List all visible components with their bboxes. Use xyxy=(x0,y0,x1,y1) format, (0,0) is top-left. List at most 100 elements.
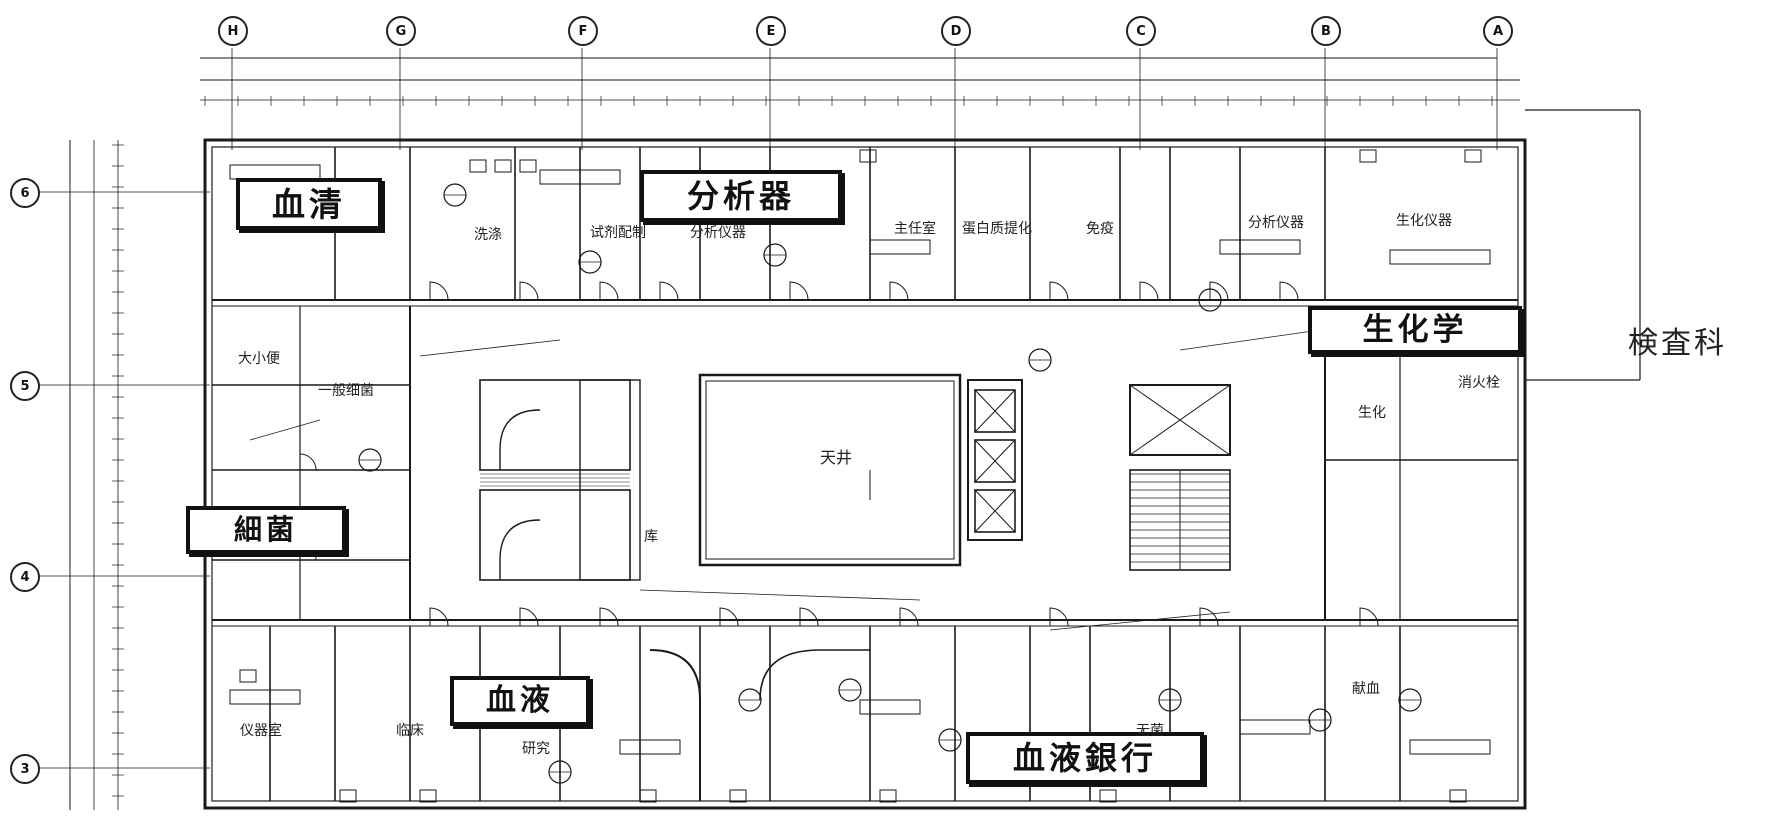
door-swing xyxy=(599,281,619,301)
lab-bench xyxy=(539,169,621,185)
annotation-leader xyxy=(419,339,561,357)
door-swing xyxy=(1049,607,1069,627)
room-label-reagent: 试剂配制 xyxy=(590,225,646,241)
grid-bubble-C: C xyxy=(1126,16,1156,46)
label-analyzer: 分析器 xyxy=(640,170,842,222)
grid-bubble-D: D xyxy=(941,16,971,46)
building-outer-wall xyxy=(203,138,1527,810)
label-biochemistry: 生化学 xyxy=(1308,306,1522,354)
curved-wall xyxy=(499,409,541,470)
door-swing xyxy=(429,281,449,301)
building-inner-wall xyxy=(211,146,1519,802)
equipment-symbol xyxy=(519,159,537,173)
grid-bubble-E: E xyxy=(756,16,786,46)
lab-bench xyxy=(859,699,921,715)
room-label-clinic: 临床 xyxy=(396,723,424,739)
equipment-symbol xyxy=(239,669,257,683)
room-outline xyxy=(579,379,641,581)
grid-bubble-H: H xyxy=(218,16,248,46)
annotation-leader xyxy=(1049,611,1231,631)
lab-bench xyxy=(619,739,681,755)
equipment-symbol xyxy=(1359,149,1377,163)
room-outline xyxy=(479,489,631,581)
annotation-leader xyxy=(639,589,921,601)
room-label-instrument: 仪器室 xyxy=(240,723,282,739)
door-swing xyxy=(1049,281,1069,301)
door-swing xyxy=(1279,281,1299,301)
door-swing xyxy=(1209,281,1229,301)
door-swing xyxy=(429,607,449,627)
elevator-shaft xyxy=(974,489,1016,533)
elevator-shaft-cross xyxy=(974,439,1016,483)
room-label-fire-hydrant: 消火栓 xyxy=(1458,375,1500,391)
door-swing xyxy=(899,607,919,627)
grid-bubble-row-3: 3 xyxy=(10,754,40,784)
equipment-symbol xyxy=(494,159,512,173)
department-title: 検査科 xyxy=(1628,326,1727,361)
room-label-general-bacteria: 一般细菌 xyxy=(318,383,374,399)
grid-bubble-F: F xyxy=(568,16,598,46)
service-core xyxy=(1129,384,1231,456)
room-label-biochem-instruments: 生化仪器 xyxy=(1396,213,1452,229)
lab-bench xyxy=(229,164,321,180)
grid-bubble-row-6: 6 xyxy=(10,178,40,208)
door-swing xyxy=(519,607,539,627)
door-swing xyxy=(1139,281,1159,301)
door-swing xyxy=(1199,607,1219,627)
room-label-washing: 洗涤 xyxy=(474,227,502,243)
lab-bench xyxy=(869,239,931,255)
room-label-atrium: 天井 xyxy=(820,448,853,467)
equipment-symbol xyxy=(469,159,487,173)
room-label-research: 研究 xyxy=(522,741,550,757)
equipment-symbol xyxy=(339,789,357,803)
atrium-inner-outline xyxy=(705,380,955,560)
room-label-storage: 库 xyxy=(644,529,658,545)
equipment-symbol xyxy=(879,789,897,803)
room-label-director: 主任室 xyxy=(894,221,936,237)
service-core-cross xyxy=(1129,384,1231,456)
room-outline xyxy=(479,379,631,471)
equipment-symbol xyxy=(419,789,437,803)
room-label-blood-supply: 献血 xyxy=(1352,681,1380,697)
equipment-symbol xyxy=(639,789,657,803)
room-label-biochem: 生化 xyxy=(1358,405,1386,421)
door-swing xyxy=(799,607,819,627)
lab-bench xyxy=(1239,719,1311,735)
equipment-symbol xyxy=(1099,789,1117,803)
equipment-symbol xyxy=(1449,789,1467,803)
lab-bench xyxy=(1409,739,1491,755)
equipment-symbol xyxy=(729,789,747,803)
curved-wall xyxy=(499,519,541,580)
elevator-shaft xyxy=(974,389,1016,433)
grid-bubble-B: B xyxy=(1311,16,1341,46)
room-label-protein: 蛋白质提化 xyxy=(962,221,1032,237)
lab-bench xyxy=(229,689,301,705)
door-swing xyxy=(519,281,539,301)
lab-bench xyxy=(1219,239,1301,255)
door-swing xyxy=(299,453,317,471)
elevator-shaft-cross xyxy=(974,389,1016,433)
door-swing xyxy=(889,281,909,301)
grid-bubble-row-4: 4 xyxy=(10,562,40,592)
curved-wall xyxy=(759,649,870,701)
atrium-outline xyxy=(698,373,962,567)
door-swing xyxy=(599,607,619,627)
door-swing xyxy=(789,281,809,301)
elevator-shaft xyxy=(974,439,1016,483)
label-serum: 血清 xyxy=(236,178,382,230)
door-swing xyxy=(659,281,679,301)
grid-bubble-row-5: 5 xyxy=(10,371,40,401)
label-bacteriology: 細菌 xyxy=(186,506,346,554)
elevator-shaft-cross xyxy=(974,489,1016,533)
label-blood-bank: 血液銀行 xyxy=(966,732,1204,784)
room-label-analyzer-2: 分析仪器 xyxy=(1248,215,1304,231)
equipment-symbol xyxy=(859,149,877,163)
room-label-sterile: 无菌 xyxy=(1136,723,1164,739)
room-label-immunity: 免疫 xyxy=(1086,221,1114,237)
annotation-leader xyxy=(249,419,321,441)
room-label-stool-urine: 大小便 xyxy=(238,351,280,367)
lab-bench xyxy=(1389,249,1491,265)
elevator-core-outline xyxy=(967,379,1023,541)
